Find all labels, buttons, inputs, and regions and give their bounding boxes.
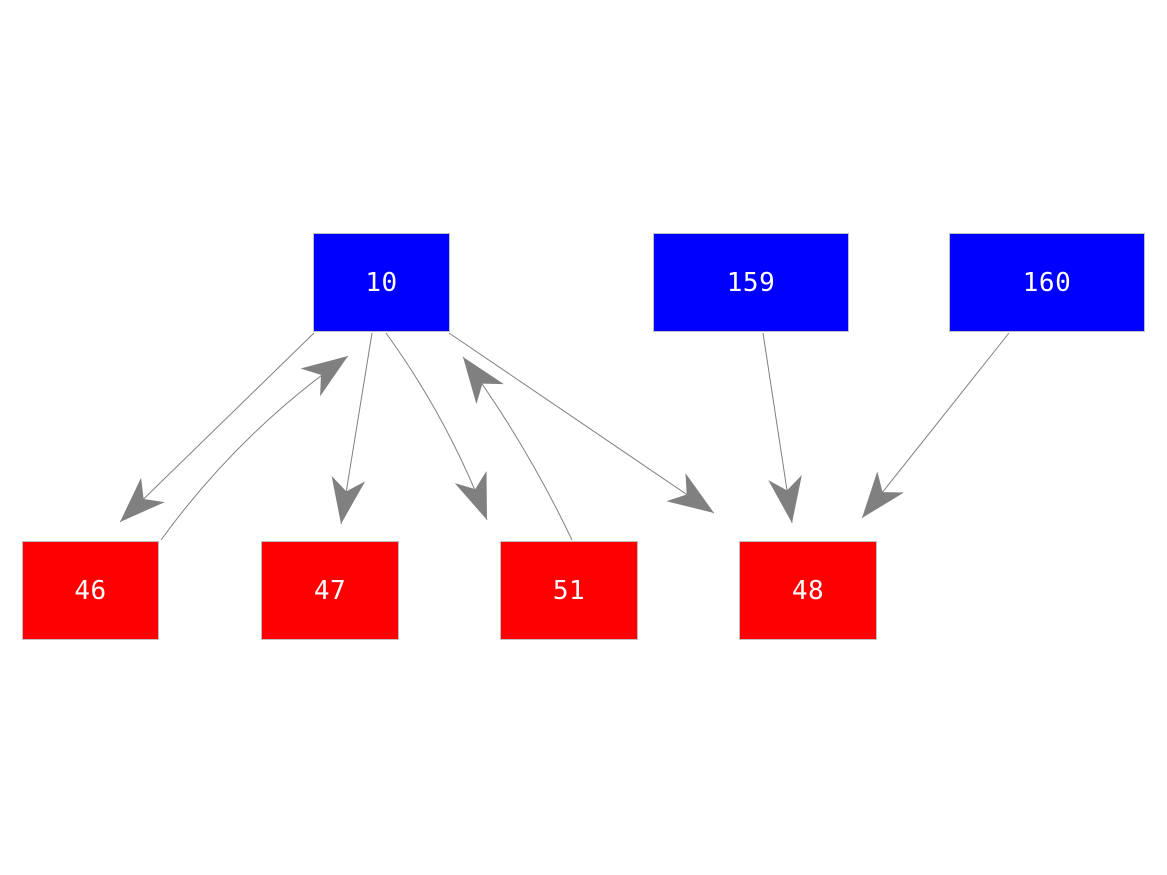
graph-edge-10-to-48: [448, 332, 715, 514]
edge-line: [160, 355, 349, 541]
edge-arrowhead: [862, 471, 904, 518]
graph-node-46[interactable]: 46: [22, 541, 159, 640]
edge-arrowhead: [768, 474, 802, 523]
graph-node-label: 159: [726, 267, 776, 298]
edge-arrowhead: [666, 473, 714, 513]
graph-node-label: 51: [552, 575, 586, 606]
graph-node-47[interactable]: 47: [261, 541, 399, 640]
graph-edge-160-to-48: [861, 332, 1010, 519]
graph-edge-10-to-46: [119, 332, 315, 523]
edge-line: [119, 332, 315, 523]
edge-arrowhead: [120, 477, 165, 522]
graph-edge-159-to-48: [762, 332, 802, 524]
edge-line: [861, 332, 1010, 519]
graph-node-48[interactable]: 48: [739, 541, 877, 640]
graph-node-label: 48: [791, 575, 825, 606]
graph-node-160[interactable]: 160: [949, 233, 1145, 332]
graph-node-51[interactable]: 51: [500, 541, 638, 640]
graph-node-label: 46: [74, 575, 107, 606]
graph-edge-51-to-10: [462, 356, 573, 541]
graph-edge-10-to-47: [331, 332, 373, 525]
graph-node-10[interactable]: 10: [313, 233, 450, 332]
edge-arrowhead: [331, 475, 366, 524]
edge-arrowhead: [454, 470, 487, 520]
graph-node-label: 10: [365, 267, 398, 298]
edge-line: [448, 332, 715, 514]
graph-node-label: 47: [313, 575, 347, 606]
graph-edge-10-to-51: [385, 332, 488, 521]
graph-node-label: 160: [1022, 267, 1072, 298]
graph-node-159[interactable]: 159: [653, 233, 849, 332]
edge-arrowhead: [300, 356, 348, 397]
graph-edge-46-to-10: [160, 355, 349, 541]
edge-arrowhead: [463, 357, 504, 405]
